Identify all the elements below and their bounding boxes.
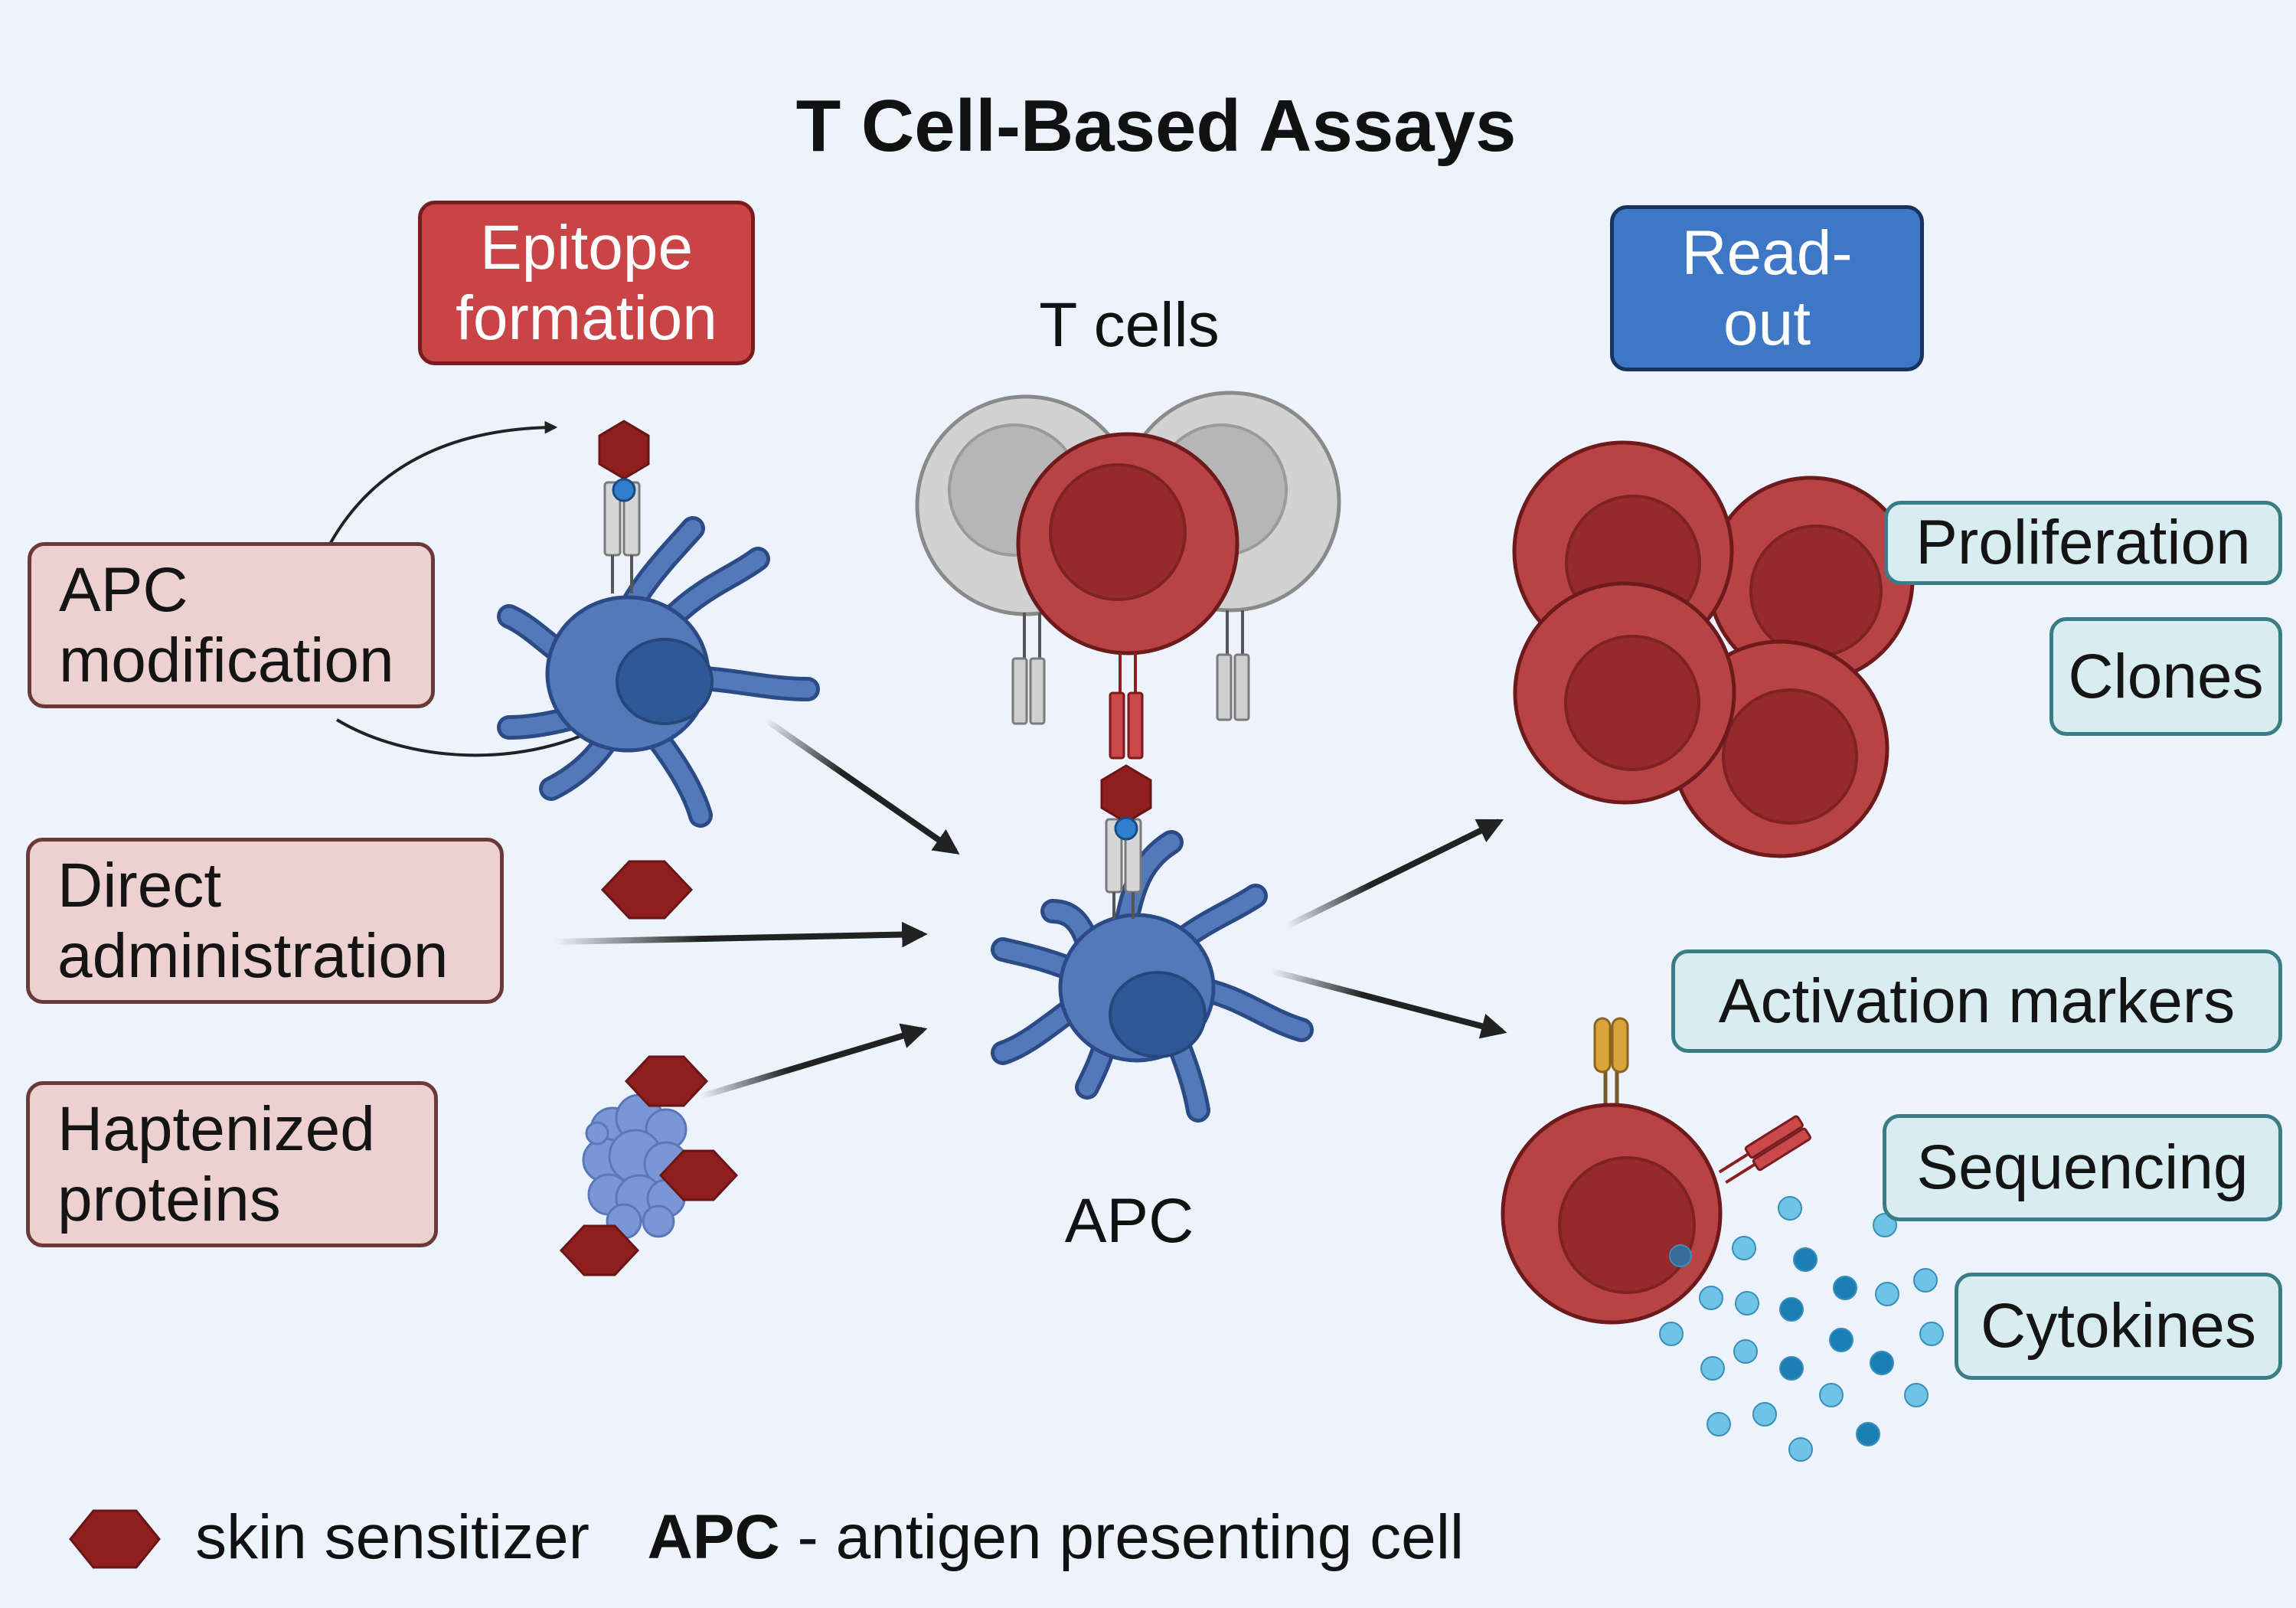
dendritic-cell-central — [991, 830, 1314, 1123]
sequencing-box: Sequencing — [1883, 1114, 2282, 1221]
proliferation-box: Proliferation — [1884, 501, 2282, 585]
legend-sensitizer-text: skin sensitizer — [195, 1502, 590, 1572]
sensitizer-haptenized-3 — [559, 1224, 640, 1276]
apc-label: APC — [1064, 1186, 1194, 1256]
apc-modification-line-1: APC — [59, 554, 188, 625]
cytokine-dots — [1659, 1196, 1944, 1462]
diagram-title: T Cell-Based Assays — [795, 85, 1517, 167]
mhc-complex-top — [598, 420, 650, 593]
t-cell-red-center — [1016, 432, 1239, 760]
dendritic-cell-top — [497, 516, 820, 828]
epitope-formation-header: Epitope formation — [418, 201, 755, 365]
arrow-to-proliferation — [1285, 819, 1504, 930]
readout-header-line-1: Read- — [1681, 217, 1853, 288]
haptenized-proteins-line-1: Haptenized — [57, 1093, 375, 1164]
arrow-to-central-apc-2 — [554, 921, 928, 948]
legend-apc-abbr: APC — [647, 1502, 780, 1572]
haptenized-proteins-box: Haptenized proteins — [26, 1081, 438, 1247]
legend-apc-definition: - antigen presenting cell — [797, 1502, 1465, 1572]
read-out-header: Read- out — [1610, 205, 1924, 371]
activation-markers-box: Activation markers — [1671, 949, 2282, 1053]
direct-administration-line-2: administration — [57, 920, 449, 991]
haptenized-proteins-line-2: proteins — [57, 1164, 281, 1234]
arrow-to-activation — [1269, 968, 1507, 1039]
sensitizer-haptenized-1 — [624, 1055, 709, 1107]
clones-box: Clones — [2049, 617, 2282, 736]
sensitizer-direct — [600, 860, 694, 920]
arrow-to-central-apc-3 — [699, 1023, 928, 1100]
epitope-header-line-2: formation — [456, 283, 717, 353]
legend-sensitizer-icon — [69, 1509, 161, 1569]
readout-header-line-2: out — [1723, 288, 1811, 358]
direct-administration-box: Direct administration — [26, 838, 504, 1004]
arrow-to-central-apc-1 — [763, 717, 960, 855]
apc-modification-line-2: modification — [59, 625, 394, 695]
mhc-complex-central — [1100, 764, 1152, 919]
sensitizer-haptenized-2 — [658, 1149, 739, 1201]
epitope-header-line-1: Epitope — [479, 212, 694, 283]
t-cells-label: T cells — [1039, 290, 1220, 360]
apc-modification-box: APC modification — [28, 542, 435, 708]
direct-administration-line-1: Direct — [57, 850, 222, 920]
legend: skin sensitizer APC - antigen presenting… — [195, 1499, 1464, 1576]
proliferating-t-cells — [1512, 440, 1915, 858]
cytokines-box: Cytokines — [1955, 1273, 2282, 1380]
activated-t-cell — [1501, 1017, 1811, 1325]
